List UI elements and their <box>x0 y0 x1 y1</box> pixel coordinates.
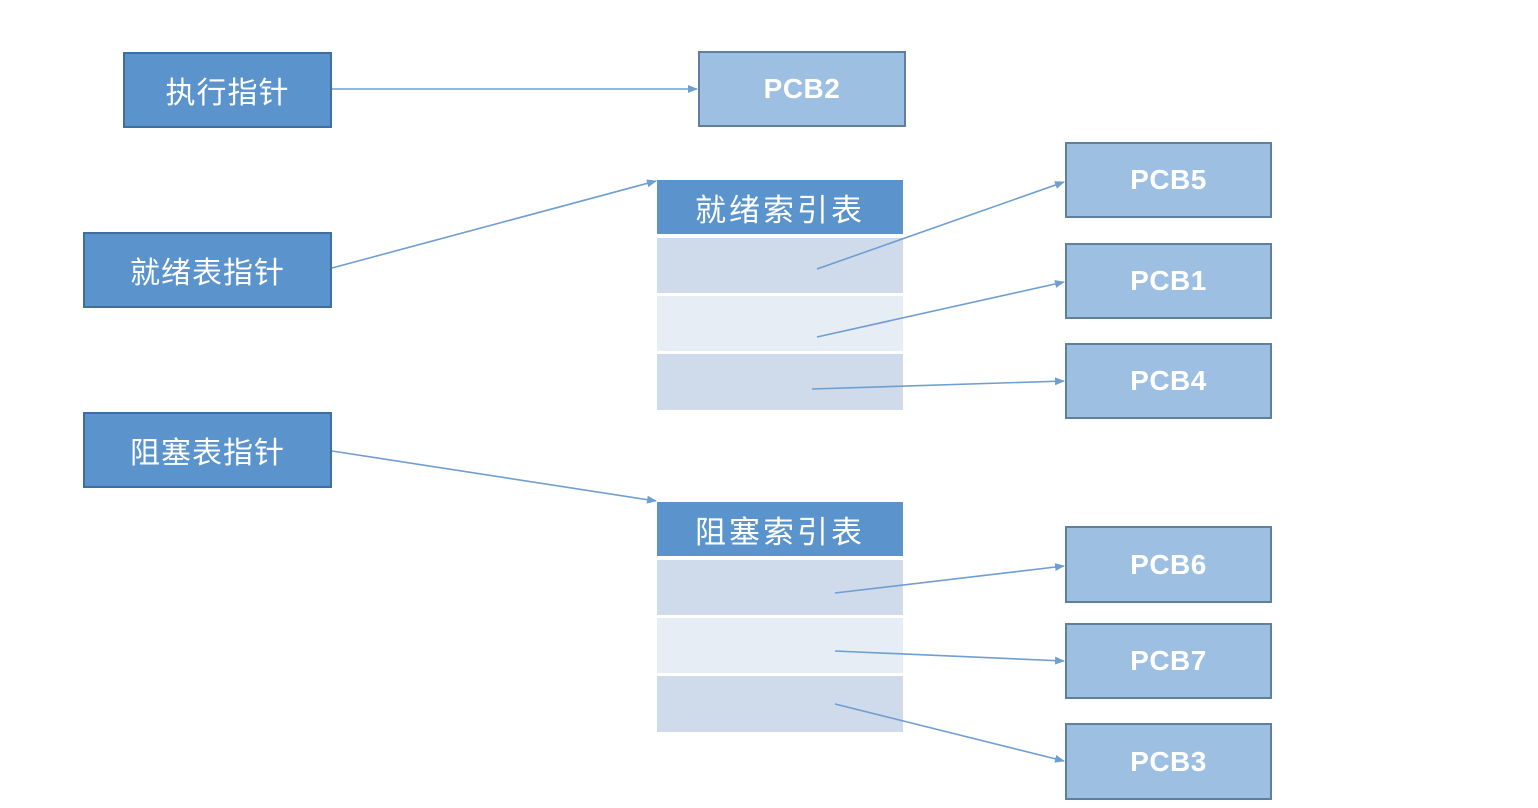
pcb6-label: PCB6 <box>1130 548 1207 580</box>
pcb3-label: PCB3 <box>1130 745 1207 777</box>
pcb5-label: PCB5 <box>1130 164 1207 195</box>
blocked-index-row-1 <box>657 560 903 615</box>
pcb7-box: PCB7 <box>1065 623 1272 699</box>
blocked-index-row-2 <box>657 618 903 673</box>
pcb7-label: PCB7 <box>1130 645 1207 676</box>
pcb1-label: PCB1 <box>1130 265 1207 296</box>
arrow-blocked-pointer-to-blocked-table <box>331 450 657 504</box>
exec-pointer-box: 执行指针 <box>123 52 332 128</box>
blocked-index-row-3 <box>657 676 903 732</box>
ready-index-row-2 <box>657 296 903 351</box>
exec-pointer-label: 执行指针 <box>165 76 290 111</box>
pcb4-label: PCB4 <box>1130 365 1207 396</box>
arrow-ready-pointer-to-ready-table <box>331 179 657 269</box>
pcb6-box: PCB6 <box>1065 526 1272 603</box>
blocked-pointer-label: 阻塞表指针 <box>130 436 285 471</box>
pcb1-box: PCB1 <box>1065 243 1272 319</box>
ready-index-table-title: 就绪索引表 <box>695 192 865 229</box>
pcb2-label: PCB2 <box>763 73 841 104</box>
blocked-index-table-header: 阻塞索引表 <box>657 502 903 556</box>
pcb3-box: PCB3 <box>1065 723 1272 800</box>
ready-index-row-3 <box>657 354 903 410</box>
blocked-index-table-title: 阻塞索引表 <box>695 514 865 551</box>
pcb2-box: PCB2 <box>698 51 906 127</box>
ready-index-table-header: 就绪索引表 <box>657 180 903 234</box>
ready-index-row-1 <box>657 238 903 293</box>
blocked-pointer-box: 阻塞表指针 <box>83 412 332 488</box>
ready-pointer-label: 就绪表指针 <box>130 256 285 291</box>
pcb5-box: PCB5 <box>1065 142 1272 218</box>
ready-pointer-box: 就绪表指针 <box>83 232 332 308</box>
pcb4-box: PCB4 <box>1065 343 1272 419</box>
